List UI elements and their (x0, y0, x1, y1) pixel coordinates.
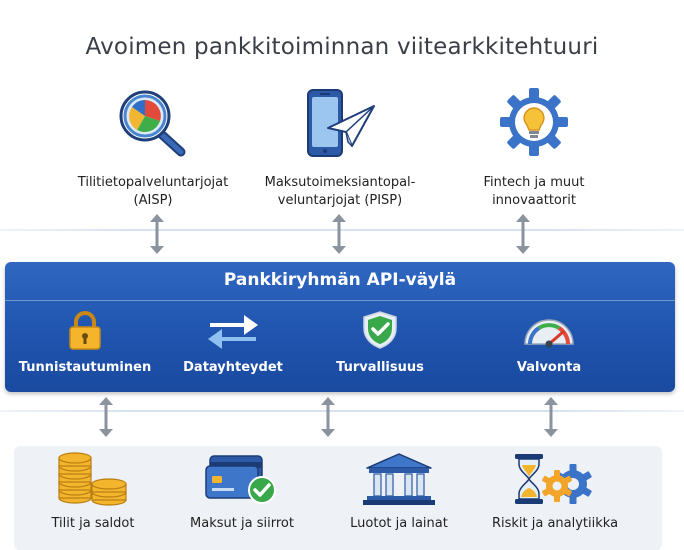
api-gateway-title: Pankkiryhmän API-väylä (223, 270, 457, 290)
magnifier-pie-chart-icon (119, 90, 186, 157)
double-arrow-icon (516, 214, 530, 254)
exchange-arrows-icon (208, 315, 258, 349)
actor-pisp-label: Maksutoimeksiantopal- veluntarjojat (PIS… (264, 175, 416, 208)
coin-stacks-icon (58, 452, 127, 506)
shield-check-icon (363, 311, 397, 349)
double-arrow-icon (321, 397, 335, 437)
api-gateway-bar: Pankkiryhmän API-väylä Tunnistautuminen … (5, 262, 675, 392)
core-service-accounts: Tilit ja saldot (8, 452, 178, 531)
phone-paper-plane-icon (307, 89, 375, 157)
double-arrow-icon (332, 214, 346, 254)
diagram-title: Avoimen pankkitoiminnan viitearkkitehtuu… (85, 34, 599, 60)
core-service-label: Luotot ja lainat (350, 516, 448, 531)
actor-aisp-label: Tilitietopalveluntarjojat (AISP) (77, 175, 229, 208)
actor-aisp: Tilitietopalveluntarjojat (AISP) (53, 88, 253, 210)
bank-building-icon (363, 453, 435, 505)
core-service-label: Maksut ja siirrot (190, 516, 294, 531)
padlock-icon (69, 311, 101, 350)
actor-pisp: Maksutoimeksiantopal- veluntarjojat (PIS… (240, 88, 440, 210)
core-service-loans: Luotot ja lainat (314, 452, 484, 531)
upper-divider (0, 229, 684, 231)
api-gateway-divider (5, 300, 675, 301)
hourglass-gears-icon (515, 454, 592, 504)
core-service-label: Riskit ja analytiikka (491, 516, 619, 531)
api-component-label: Valvonta (516, 360, 582, 375)
core-service-risk-analytics: Riskit ja analytiikka (470, 452, 640, 531)
double-arrow-icon (99, 397, 113, 437)
api-component-label: Turvallisuus (336, 360, 424, 375)
actor-fintech: Fintech ja muut innovaattorit (434, 88, 634, 210)
core-service-payments: Maksut ja siirrot (157, 452, 327, 531)
api-component-label: Tunnistautuminen (18, 360, 152, 375)
lower-divider (0, 410, 684, 412)
actor-fintech-label: Fintech ja muut innovaattorit (483, 175, 585, 208)
api-component-monitoring: Valvonta (464, 310, 634, 375)
api-component-authentication: Tunnistautuminen (0, 310, 170, 375)
double-arrow-icon (544, 397, 558, 437)
gauge-icon (524, 319, 574, 348)
core-service-label: Tilit ja saldot (51, 516, 135, 531)
lightbulb-gear-icon (500, 88, 568, 156)
api-component-label: Datayhteydet (183, 360, 283, 375)
double-arrow-icon (150, 214, 164, 254)
api-component-data-connections: Datayhteydet (148, 310, 318, 375)
credit-card-check-icon (205, 455, 276, 504)
api-component-security: Turvallisuus (295, 310, 465, 375)
